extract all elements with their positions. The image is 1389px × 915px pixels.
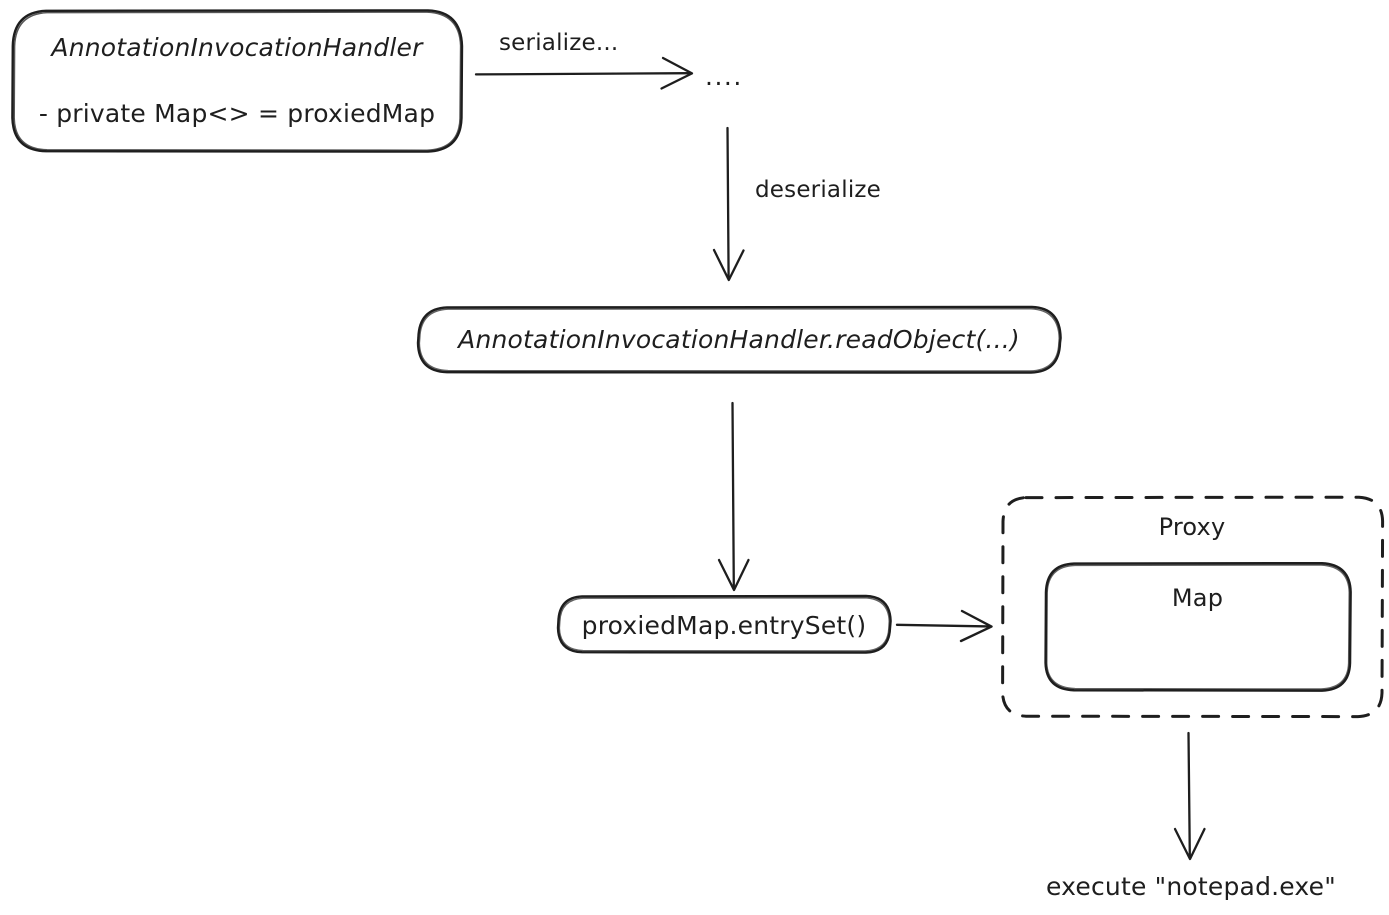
box-map-label: Map bbox=[1171, 584, 1224, 612]
ellipsis-label: .... bbox=[705, 62, 743, 91]
edge-deserialize-arrow bbox=[712, 126, 745, 282]
box-annotation-invocation-handler-field: - private Map<> = proxiedMap bbox=[38, 99, 436, 128]
edge-serialize-label: serialize... bbox=[499, 30, 619, 56]
box-entry-set-label: proxiedMap.entrySet() bbox=[581, 611, 867, 640]
box-annotation-invocation-handler[interactable] bbox=[11, 9, 464, 153]
edge-deserialize-label: deserialize bbox=[755, 177, 882, 203]
edge-proxy-to-execute-arrow bbox=[1173, 731, 1206, 861]
box-entry-set[interactable] bbox=[556, 594, 892, 654]
box-read-object-label: AnnotationInvocationHandler.readObject(.… bbox=[458, 325, 1020, 354]
execute-notepad-label: execute "notepad.exe" bbox=[1046, 872, 1336, 901]
group-proxy-dashed-container[interactable] bbox=[1001, 495, 1385, 719]
edge-entryset-to-proxy-arrow bbox=[895, 609, 993, 643]
box-annotation-invocation-handler-title: AnnotationInvocationHandler bbox=[51, 33, 423, 62]
group-proxy-label: Proxy bbox=[1158, 513, 1226, 541]
box-read-object[interactable] bbox=[416, 305, 1062, 374]
edge-serialize-arrow bbox=[474, 56, 694, 90]
box-map[interactable] bbox=[1044, 561, 1352, 692]
edge-readobject-to-entryset-arrow bbox=[717, 401, 750, 592]
